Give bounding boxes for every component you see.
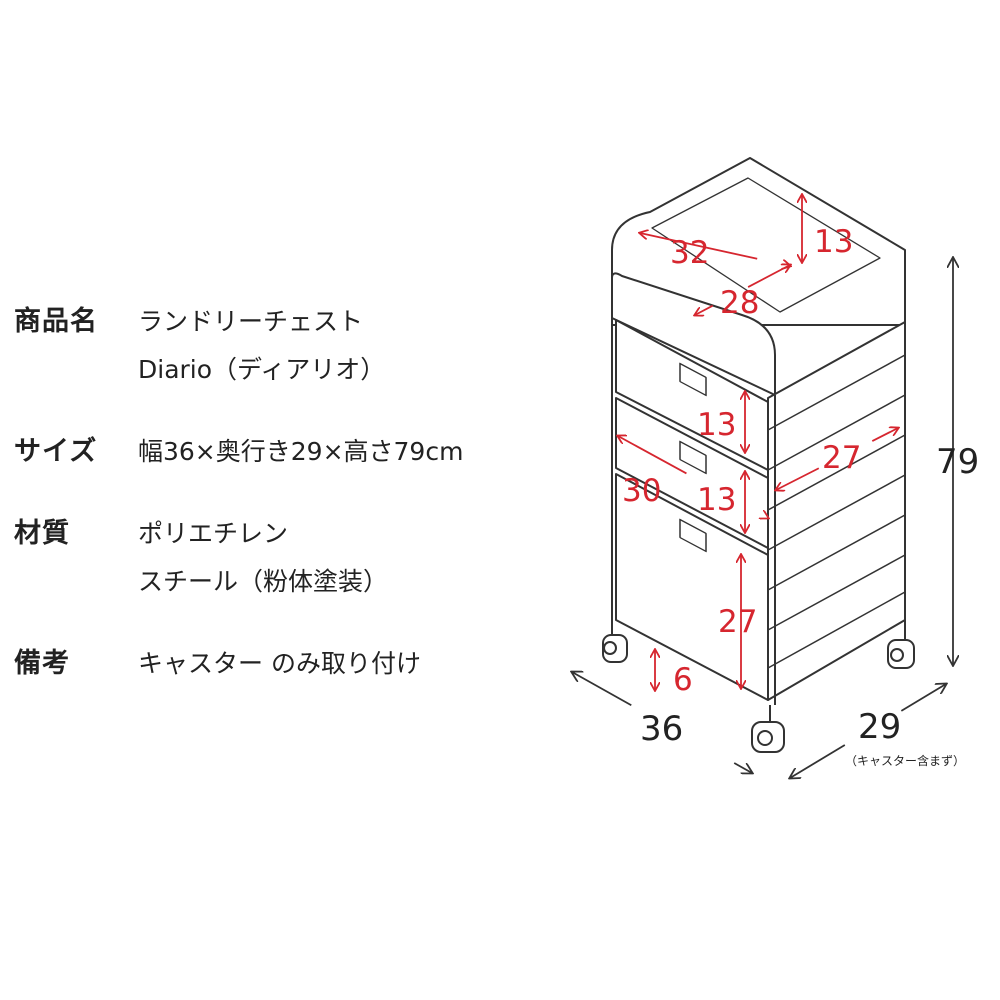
dim-arrow-overall-width bbox=[572, 672, 752, 773]
dim-overall-width: 36 bbox=[640, 709, 683, 749]
overall-dimension-labels: 79 36 29 （キャスター含まず） bbox=[640, 442, 979, 768]
red-dimension-labels: 32 28 13 13 30 13 27 27 6 bbox=[622, 224, 861, 698]
dim-drawer-depth: 27 bbox=[822, 440, 861, 476]
spec-label: 商品名 bbox=[14, 306, 98, 337]
spec-label: サイズ bbox=[14, 436, 98, 467]
drawer-handle bbox=[679, 518, 707, 553]
side-slat bbox=[767, 514, 906, 591]
dim-arrow-overall-depth bbox=[790, 684, 946, 778]
spec-table: 商品名 ランドリーチェスト Diario（ディアリオ） サイズ 幅36×奥行き2… bbox=[14, 298, 574, 722]
spec-value-line: 幅36×奥行き29×高さ79cm bbox=[138, 437, 464, 466]
dim-drawer3-height: 27 bbox=[718, 604, 757, 640]
overall-dimensions bbox=[572, 258, 953, 778]
casters bbox=[602, 620, 915, 753]
spec-value: 幅36×奥行き29×高さ79cm bbox=[138, 428, 463, 476]
dim-overall-depth: 29 bbox=[858, 707, 901, 747]
spec-row-product-name: 商品名 ランドリーチェスト Diario（ディアリオ） bbox=[14, 298, 574, 394]
spec-label: 備考 bbox=[14, 648, 70, 679]
drawer-bottom bbox=[615, 473, 769, 701]
caster-front-left bbox=[602, 622, 628, 663]
spec-value-line: ポリエチレン bbox=[138, 519, 289, 548]
chest-outline bbox=[611, 157, 906, 705]
side-panel bbox=[767, 321, 906, 701]
spec-label: 材質 bbox=[14, 518, 70, 549]
caster-back-right bbox=[887, 620, 915, 669]
caster-front-right bbox=[751, 705, 785, 753]
dim-drawer-width: 30 bbox=[622, 473, 661, 509]
side-slat bbox=[767, 354, 906, 431]
dim-caster-height: 6 bbox=[673, 662, 693, 698]
dim-drawer2-height: 13 bbox=[697, 482, 736, 518]
dim-arrow-tray-depth bbox=[695, 265, 790, 315]
side-slat bbox=[767, 591, 906, 669]
drawer-handle bbox=[679, 362, 707, 397]
spec-value-line: Diario（ディアリオ） bbox=[138, 355, 386, 384]
dim-arrow-drawer-width bbox=[618, 436, 768, 518]
dim-arrow-tray-width bbox=[640, 233, 790, 266]
red-dimensions bbox=[618, 195, 898, 690]
spec-row-remarks: 備考 キャスター のみ取り付け bbox=[14, 640, 574, 688]
spec-row-material: 材質 ポリエチレン スチール（粉体塗装） bbox=[14, 510, 574, 606]
spec-value-line: ランドリーチェスト bbox=[138, 307, 364, 336]
spec-value: ランドリーチェスト Diario（ディアリオ） bbox=[138, 298, 385, 394]
spec-value: キャスター のみ取り付け bbox=[138, 640, 421, 688]
dim-tray-width: 32 bbox=[670, 235, 709, 271]
dim-total-height: 79 bbox=[936, 442, 979, 482]
spec-value-line: スチール（粉体塗装） bbox=[138, 567, 389, 596]
spec-value: ポリエチレン スチール（粉体塗装） bbox=[138, 510, 388, 606]
dim-arrow-drawer-depth bbox=[776, 428, 898, 490]
side-slat bbox=[767, 554, 906, 631]
spec-row-size: サイズ 幅36×奥行き29×高さ79cm bbox=[14, 428, 574, 476]
dim-tray-height: 13 bbox=[814, 224, 853, 260]
spec-value-line: キャスター のみ取り付け bbox=[138, 649, 421, 678]
dim-tray-depth: 28 bbox=[720, 285, 759, 321]
dim-drawer1-height: 13 bbox=[697, 407, 736, 443]
dim-depth-note: （キャスター含まず） bbox=[845, 753, 965, 768]
